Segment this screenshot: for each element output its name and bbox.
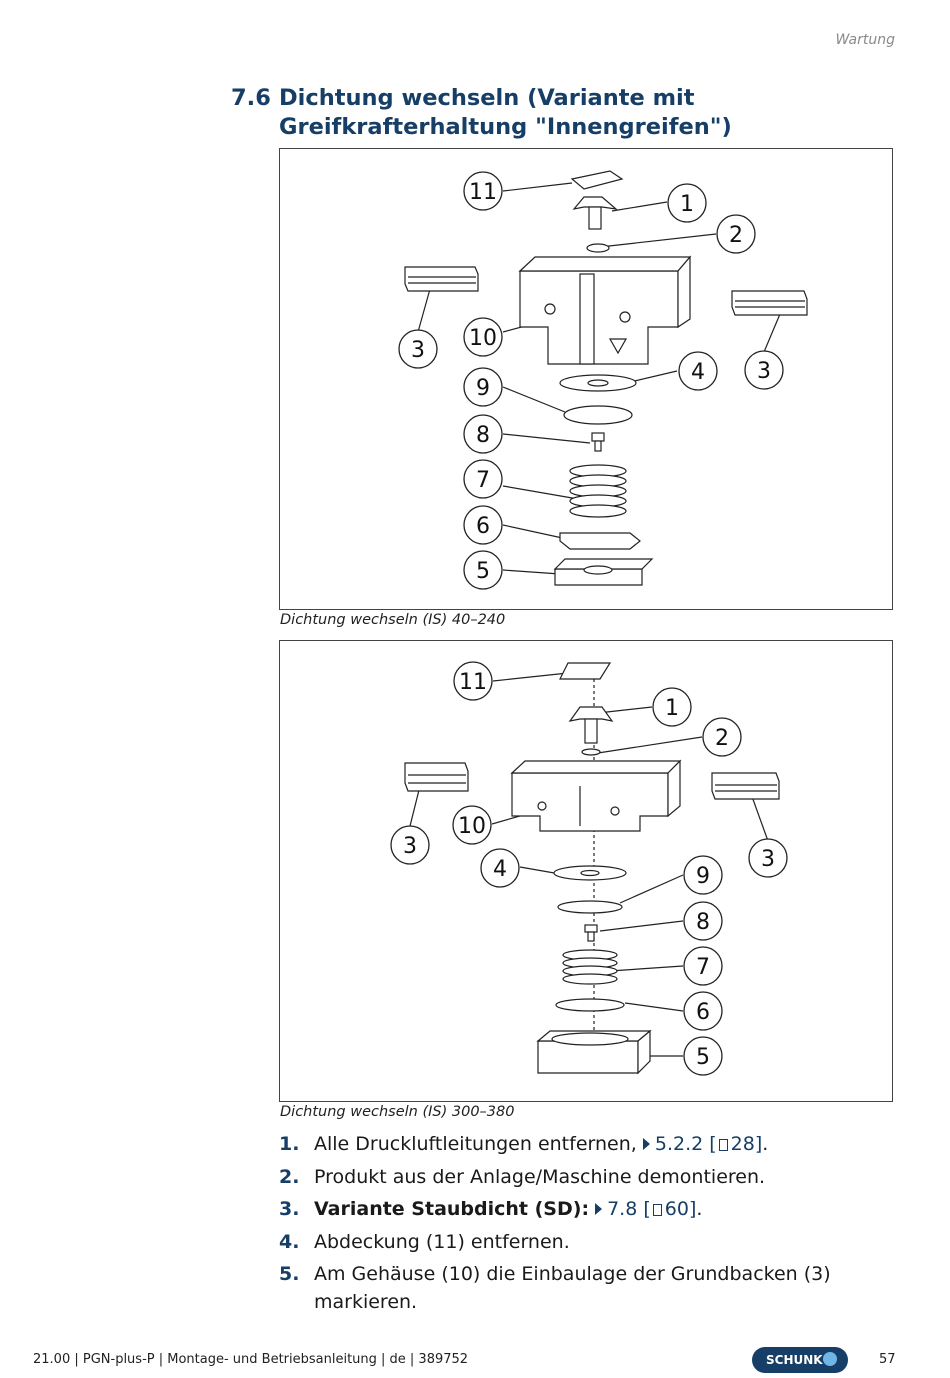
logo-swirl-icon [823,1352,837,1366]
page-icon [718,1139,728,1151]
callout-5: 5 [476,559,490,584]
step-text-after: . [762,1133,769,1155]
callout-5: 5 [696,1045,710,1070]
brand-name: SCHUNK [766,1353,823,1367]
step-1: 1. Alle Druckluftleitungen entfernen, 5.… [279,1130,899,1158]
step-text: Abdeckung (11) entfernen. [314,1230,570,1253]
callout-8: 8 [476,423,490,448]
figure-2-exploded-view: 11 1 2 3 10 3 4 9 8 7 6 5 [279,640,893,1102]
header-section-name: Wartung [835,32,895,48]
xref-section: 7.8 [607,1198,638,1221]
page-number: 57 [879,1352,896,1367]
callout-3-left: 3 [411,338,425,363]
callout-3-right: 3 [757,359,771,384]
callout-6: 6 [476,514,490,539]
callout-3-right: 3 [761,847,775,872]
arrow-right-icon [595,1203,603,1216]
callout-8: 8 [696,910,710,935]
xref-page: 28 [730,1133,755,1155]
callout-9: 9 [476,376,490,401]
step-2: 2. Produkt aus der Anlage/Maschine demon… [279,1163,899,1191]
callout-1: 1 [665,696,679,721]
figure-1-exploded-view: 11 1 2 3 10 4 3 9 8 7 6 5 [279,148,893,610]
section-number: 7.6 [231,85,271,111]
cross-reference-link[interactable]: 5.2.2 [28] [642,1133,762,1155]
step-number: 1. [279,1133,300,1155]
step-number: 2. [279,1165,300,1188]
footer-document-info: 21.00 | PGN-plus-P | Montage- und Betrie… [33,1352,469,1367]
callout-10: 10 [469,326,497,351]
xref-section: 5.2.2 [654,1133,704,1155]
callout-1: 1 [680,192,694,217]
step-number: 3. [279,1198,300,1221]
callout-4: 4 [691,360,705,385]
step-5: 5. Am Gehäuse (10) die Einbaulage der Gr… [279,1260,899,1316]
step-number: 4. [279,1230,300,1253]
callout-11: 11 [459,670,487,695]
schunk-logo: SCHUNK [752,1347,848,1373]
section-heading: 7.6 Dichtung wechseln (Variante mit Grei… [231,84,911,142]
callout-7: 7 [696,955,710,980]
section-title: Dichtung wechseln (Variante mit Greifkra… [279,85,732,140]
step-text-after: . [696,1198,703,1221]
step-3: 3. Variante Staubdicht (SD): 7.8 [60]. [279,1195,899,1223]
arrow-right-icon [642,1138,650,1150]
step-text: Am Gehäuse (10) die Einbaulage der Grund… [314,1263,831,1314]
callout-4: 4 [493,857,507,882]
step-number: 5. [279,1263,300,1286]
callout-2: 2 [729,223,743,248]
callout-6: 6 [696,1000,710,1025]
callout-3-left: 3 [403,834,417,859]
page-icon [652,1204,662,1217]
step-bold-text: Variante Staubdicht (SD): [314,1198,590,1221]
cross-reference-link[interactable]: 7.8 [60] [595,1198,696,1220]
figure-1-caption: Dichtung wechseln (IS) 40–240 [280,612,506,628]
step-text: Produkt aus der Anlage/Maschine demontie… [314,1165,766,1188]
step-4: 4. Abdeckung (11) entfernen. [279,1228,899,1256]
procedure-steps: 1. Alle Druckluftleitungen entfernen, 5.… [279,1130,899,1321]
callout-11: 11 [469,180,497,205]
xref-page: 60 [664,1198,689,1221]
callout-2: 2 [715,726,729,751]
callout-10: 10 [458,814,486,839]
callout-9: 9 [696,864,710,889]
callout-7: 7 [476,468,490,493]
figure-2-caption: Dichtung wechseln (IS) 300–380 [280,1104,515,1120]
step-text: Alle Druckluftleitungen entfernen, [314,1133,643,1155]
